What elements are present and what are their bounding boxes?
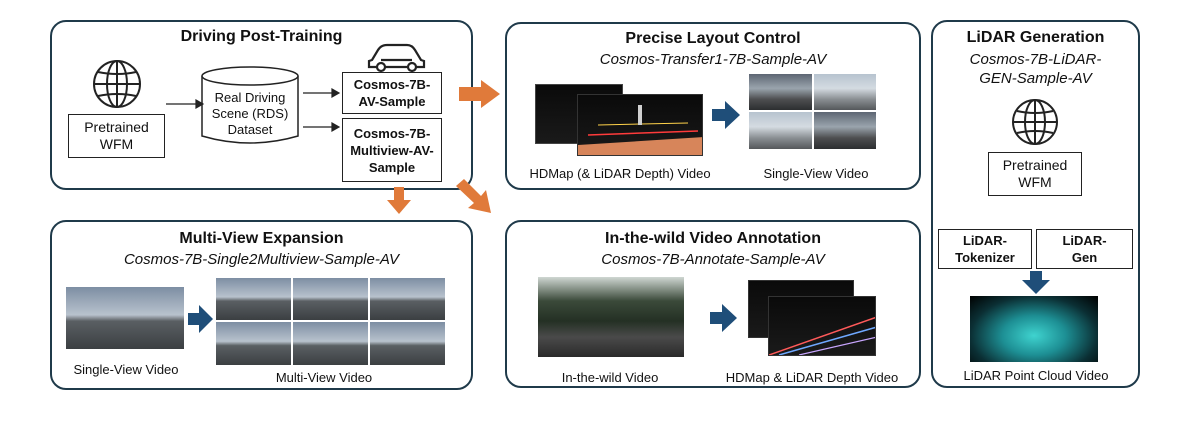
panel-title: LiDAR Generation xyxy=(966,29,1105,46)
multi-view-frame-6 xyxy=(370,322,445,365)
model-multiview-av-sample-box: Cosmos-7B-Multiview-AV-Sample xyxy=(342,118,442,182)
panel-title: In-the-wild Video Annotation xyxy=(605,230,821,247)
caption-in-the-wild-video: In-the-wild Video xyxy=(561,370,659,385)
hdmap-lines xyxy=(578,105,702,155)
multi-view-frame-3 xyxy=(370,278,445,320)
panel-subtitle: Cosmos-7B-LiDAR-GEN-Sample-AV xyxy=(969,51,1102,87)
rds-dataset-label: Real Driving Scene (RDS) Dataset xyxy=(211,90,289,137)
panel-title: Driving Post-Training xyxy=(180,28,343,45)
database-icon xyxy=(201,66,299,144)
lidar-pretrained-wfm-box: Pretrained WFM xyxy=(988,152,1082,196)
hdmap-frame-front xyxy=(577,94,703,156)
lidar-tokenizer-box: LiDAR-Tokenizer xyxy=(938,229,1032,269)
multi-view-frame-4 xyxy=(216,322,291,365)
model-av-sample-box: Cosmos-7B-AV-Sample xyxy=(342,72,442,114)
blue-down-arrow xyxy=(1022,271,1050,294)
multi-view-frame-1 xyxy=(216,278,291,320)
blue-arrow xyxy=(712,101,740,129)
lidar-lines xyxy=(769,316,875,355)
panel-subtitle: Cosmos-Transfer1-7B-Sample-AV xyxy=(599,51,827,68)
blue-arrow xyxy=(710,304,737,332)
panel-title: Multi-View Expansion xyxy=(179,230,344,247)
panel-subtitle: Cosmos-7B-Annotate-Sample-AV xyxy=(601,251,825,268)
caption-multi-view-video: Multi-View Video xyxy=(275,370,373,385)
single-view-road-image xyxy=(66,287,184,349)
single-view-frame-3 xyxy=(749,112,812,149)
orange-arrow-to-multiview xyxy=(387,187,411,214)
caption-hdmap-video: HDMap (& LiDAR Depth) Video xyxy=(529,166,711,181)
globe-icon xyxy=(1012,99,1058,145)
lidar-gen-box: LiDAR-Gen xyxy=(1036,229,1133,269)
panel-title: Precise Layout Control xyxy=(625,30,801,47)
caption-single-view-video: Single-View Video xyxy=(73,362,179,377)
globe-icon xyxy=(93,60,141,108)
orange-arrow-to-layout xyxy=(459,80,500,108)
panel-lidar-generation: LiDAR Generation Cosmos-7B-LiDAR-GEN-Sam… xyxy=(931,20,1140,388)
multi-view-frame-2 xyxy=(293,278,368,320)
single-view-frame-2 xyxy=(814,74,876,110)
car-icon xyxy=(367,43,426,73)
multi-view-frame-5 xyxy=(293,322,368,365)
caption-hdmap-lidar-video: HDMap & LiDAR Depth Video xyxy=(725,370,899,385)
caption-single-view-video: Single-View Video xyxy=(763,166,869,181)
single-view-frame-4 xyxy=(814,112,876,149)
in-the-wild-image xyxy=(538,277,684,357)
orange-arrow-to-annotation xyxy=(456,179,491,213)
hdmap-lidar-frame-front xyxy=(768,296,876,356)
lidar-point-cloud-image xyxy=(970,296,1098,362)
caption-lidar-point-cloud: LiDAR Point Cloud Video xyxy=(963,368,1109,383)
pretrained-wfm-box: Pretrained WFM xyxy=(68,114,165,158)
panel-subtitle: Cosmos-7B-Single2Multiview-Sample-AV xyxy=(123,251,400,268)
blue-arrow xyxy=(188,305,213,333)
single-view-frame-1 xyxy=(749,74,812,110)
